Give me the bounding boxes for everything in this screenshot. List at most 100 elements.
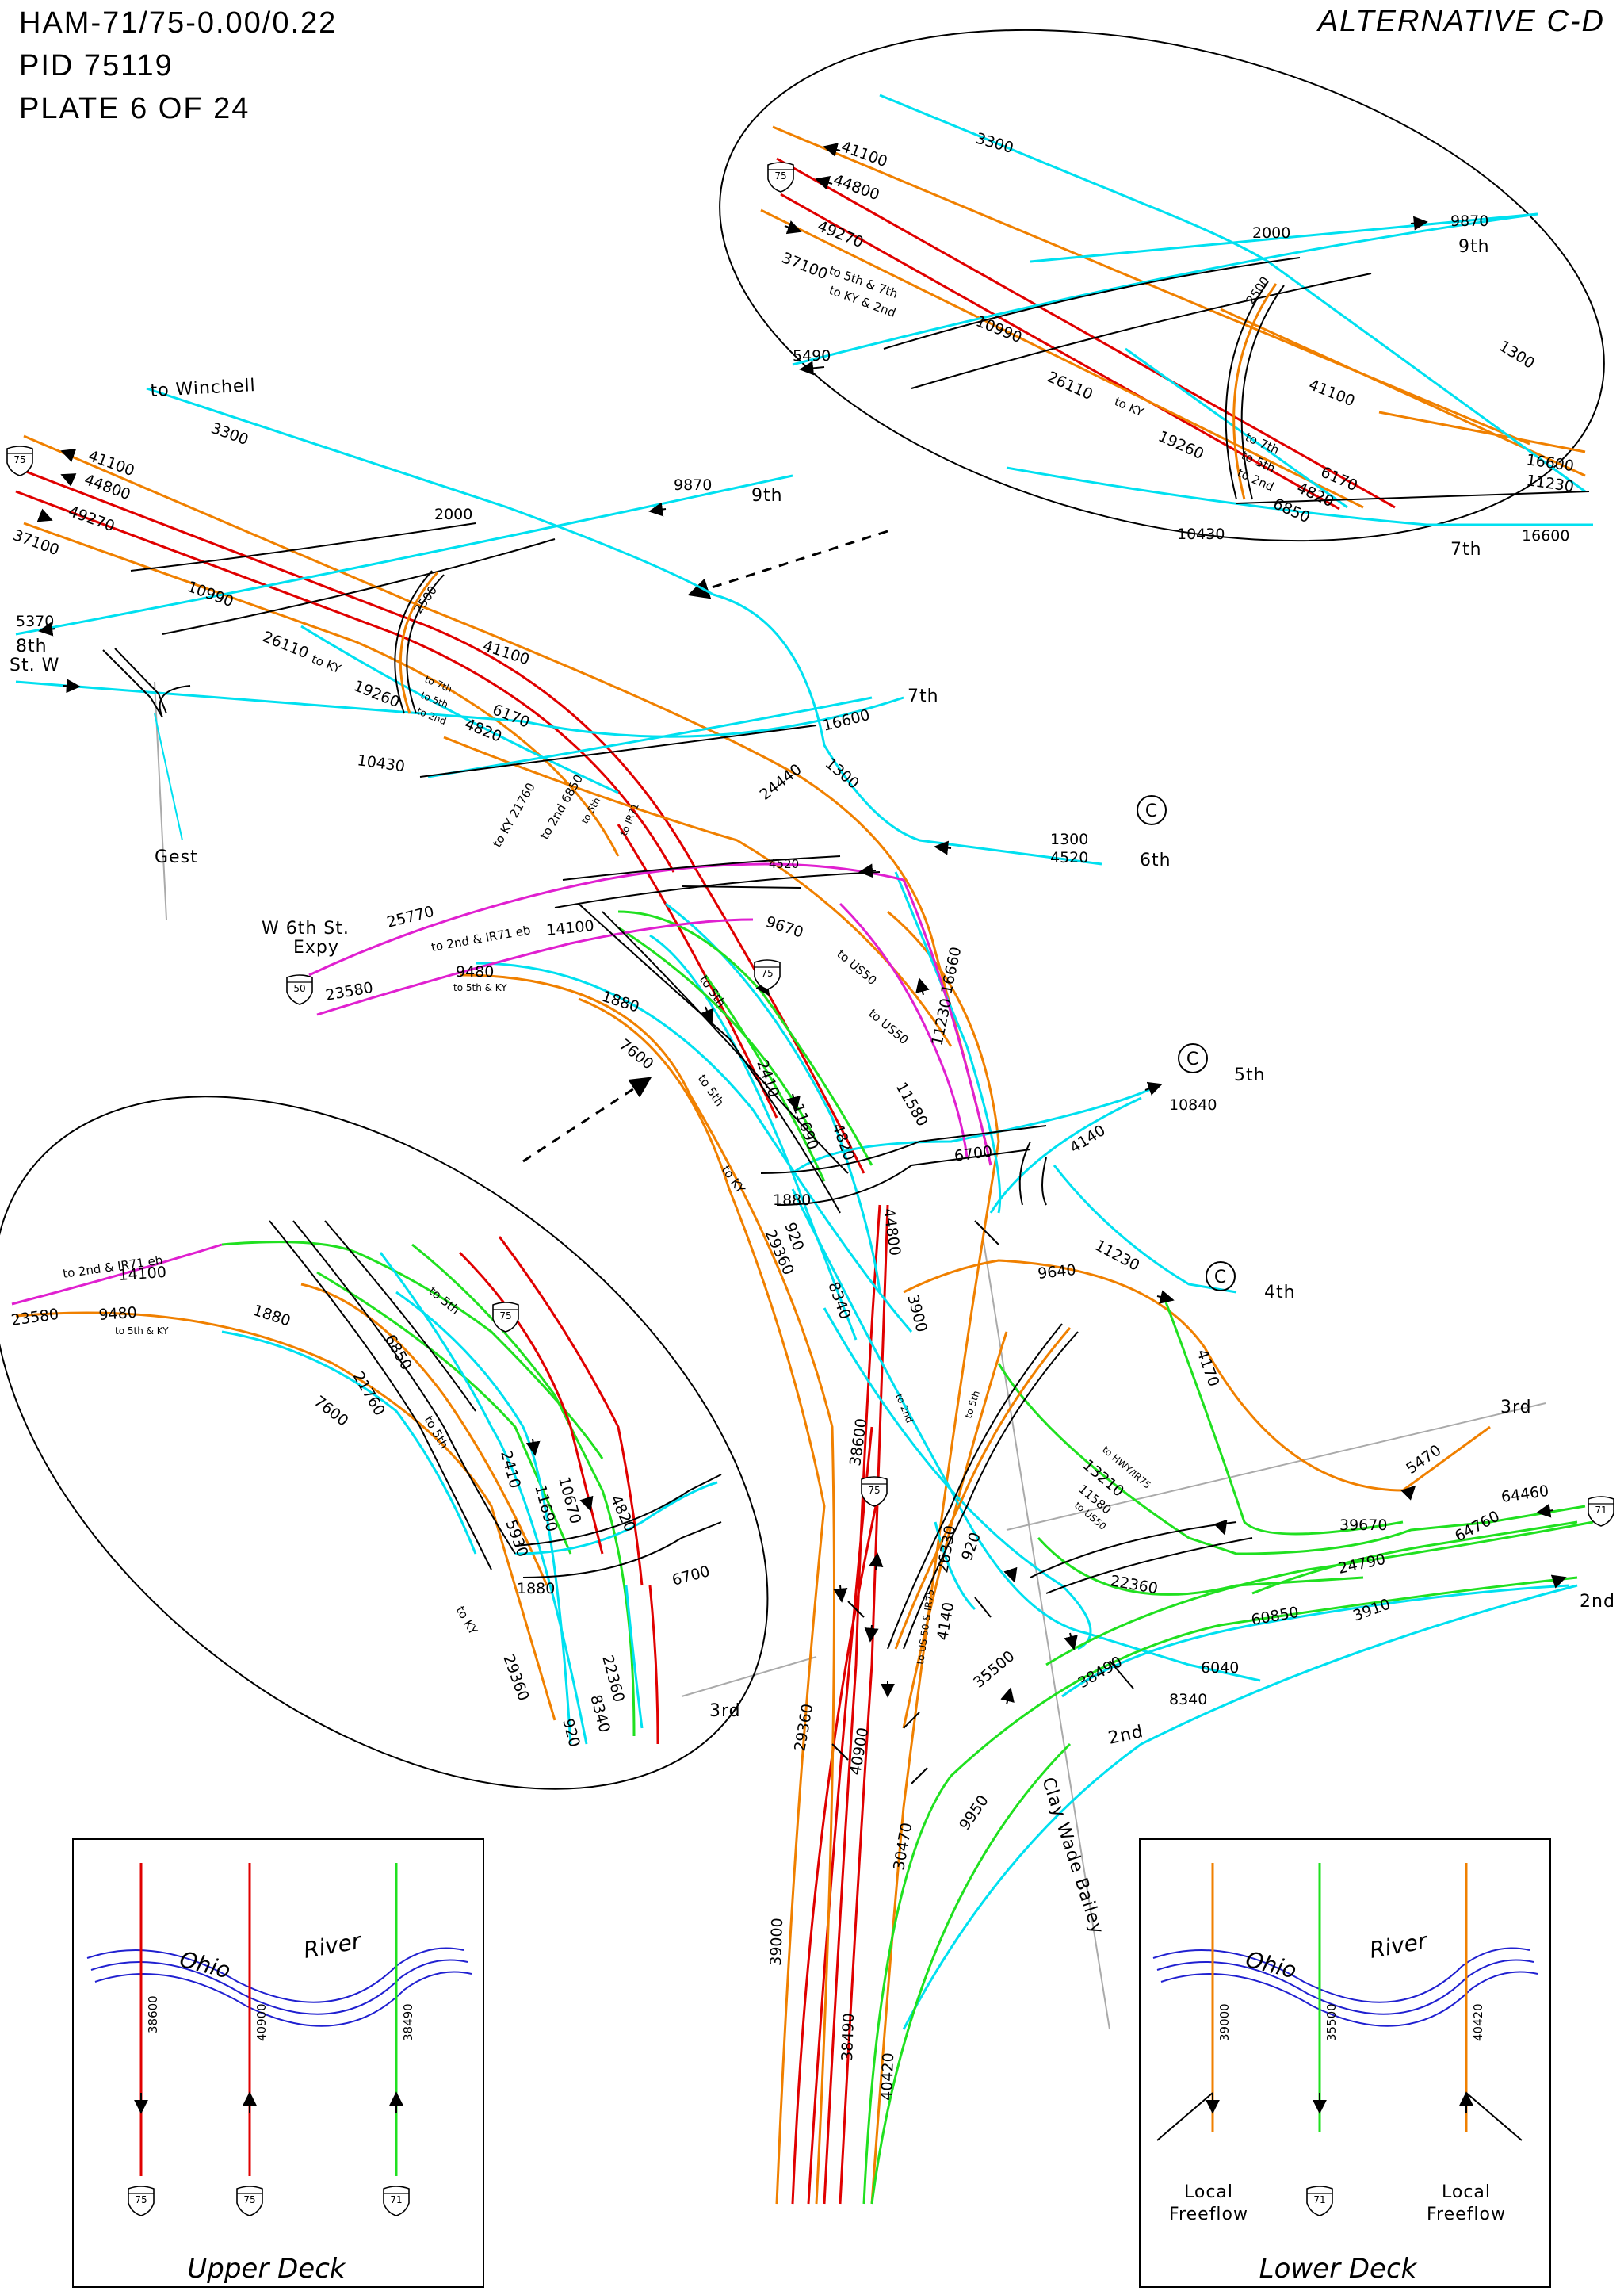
volume-label: 10990 xyxy=(185,578,235,610)
volume-label: 29360 xyxy=(499,1652,532,1703)
main-structure xyxy=(562,855,841,881)
volume-label: 9870 xyxy=(1450,212,1488,230)
c-marker xyxy=(1206,1261,1236,1291)
volume-label: 8340 xyxy=(587,1693,613,1735)
volume-label: 4520 xyxy=(1050,849,1088,866)
main-arrow xyxy=(858,863,877,878)
main-arrow xyxy=(38,622,56,637)
lower-line xyxy=(411,1243,604,1491)
main-gray-line xyxy=(681,1656,817,1697)
movement-label: to KY xyxy=(453,1604,481,1638)
lower-line xyxy=(648,1585,659,1745)
freeflow-label: Freeflow xyxy=(1427,2205,1506,2224)
volume-label: 41100 xyxy=(1306,376,1357,410)
main-green-line xyxy=(1037,1536,1364,1596)
upper-structure xyxy=(883,257,1301,350)
volume-label: 920 xyxy=(559,1717,583,1750)
c-marker xyxy=(1178,1043,1208,1073)
main-cyan-line xyxy=(1061,1584,1570,1698)
movement-label: to KY 21760 xyxy=(490,780,538,850)
volume-label: 29360 xyxy=(791,1703,816,1753)
main-structure xyxy=(776,1149,1031,1206)
volume-label: 11580 xyxy=(892,1080,931,1130)
movement-label: to KY xyxy=(310,652,344,676)
main-structure xyxy=(1109,1660,1134,1689)
main-structure xyxy=(1041,1157,1047,1206)
shield-label: 71 xyxy=(390,2194,402,2205)
volume-label: 2410 xyxy=(497,1449,524,1490)
volume-label: 11690 xyxy=(789,1101,821,1152)
lower-line xyxy=(11,1243,223,1306)
volume-label: 8340 xyxy=(1169,1691,1207,1708)
river-label: Ohio xyxy=(177,1946,233,1984)
volume-label: 1880 xyxy=(773,1191,811,1209)
main-ramp xyxy=(894,1327,1072,1650)
lower-deck-title: Lower Deck xyxy=(1259,2253,1418,2285)
main-cyan-line xyxy=(475,962,913,1333)
volume-label: 9950 xyxy=(956,1792,992,1834)
lower-line xyxy=(221,1241,604,1459)
movement-label: to 5th & KY xyxy=(453,982,507,993)
volume-label: 38600 xyxy=(846,1417,870,1467)
main-structure xyxy=(162,538,556,635)
main-structure xyxy=(602,911,849,1174)
volume-label: 16660 xyxy=(938,945,965,996)
gest-ramp xyxy=(102,649,163,718)
shield-label: 75 xyxy=(774,170,786,182)
main-structure xyxy=(974,1220,999,1245)
volume-label: 26110 xyxy=(1045,368,1095,404)
volume-label: 37100 xyxy=(779,249,830,283)
main-red-line xyxy=(839,1204,889,2205)
main-orange-line xyxy=(459,973,835,2205)
upper-line xyxy=(1006,466,1593,526)
upper-arrow xyxy=(799,361,825,376)
volume-label: 44800 xyxy=(831,171,881,204)
volume-label: 40420 xyxy=(878,2052,897,2101)
volume-label: 14100 xyxy=(545,917,594,939)
volume-label: 40420 xyxy=(1471,2003,1485,2041)
main-red-line xyxy=(15,490,675,873)
volume-label: 1300 xyxy=(822,755,862,793)
shield-label: 75 xyxy=(243,2194,255,2205)
river-line xyxy=(1152,1947,1530,2003)
main-structure xyxy=(1018,1141,1031,1206)
main-structure xyxy=(911,1767,928,1784)
main-cyan-line xyxy=(792,1084,1158,1175)
main-orange-line xyxy=(443,736,953,1047)
main-structure xyxy=(1030,1521,1237,1578)
lower-inset-ellipse xyxy=(0,1096,769,1790)
main-structure xyxy=(578,903,841,1214)
inset-pointer xyxy=(522,1077,652,1163)
volume-label: 39670 xyxy=(1339,1516,1387,1534)
volume-label: 38490 xyxy=(1076,1653,1125,1692)
street-6th: 6th xyxy=(1140,851,1171,870)
street-5th: 5th xyxy=(1234,1065,1266,1085)
main-structure xyxy=(1045,1537,1253,1594)
street-4th: 4th xyxy=(1264,1283,1296,1302)
street-2nd: 2nd xyxy=(1580,1592,1615,1612)
main-arrow xyxy=(1536,1503,1554,1518)
street-8th-line2: St. W xyxy=(10,656,59,675)
lower-line xyxy=(625,1585,644,1729)
river-line xyxy=(86,1947,464,2003)
main-arrow xyxy=(1003,1566,1018,1583)
volume-label: 9640 xyxy=(1037,1261,1076,1283)
movement-label: to 2nd xyxy=(893,1392,915,1425)
volume-label: 19260 xyxy=(351,677,402,711)
main-structure xyxy=(760,1125,1047,1174)
movement-label: to 2nd & IR71 eb xyxy=(430,923,532,954)
main-structure xyxy=(419,725,817,778)
lower-line xyxy=(300,1283,548,1586)
volume-label: 1300 xyxy=(1050,831,1088,848)
lower-arrow xyxy=(579,1495,594,1512)
lower-line xyxy=(316,1271,572,1555)
main-orange-line xyxy=(870,910,1000,2205)
volume-label: 9870 xyxy=(674,476,712,494)
river-label: Ohio xyxy=(1243,1946,1299,1984)
lower-line xyxy=(15,1311,556,1721)
main-green-line xyxy=(1164,1299,1404,1536)
volume-label: 30470 xyxy=(890,1822,915,1872)
lower-structure xyxy=(514,1474,722,1547)
lower-line xyxy=(221,1330,477,1555)
shield-label: 75 xyxy=(135,2194,147,2205)
